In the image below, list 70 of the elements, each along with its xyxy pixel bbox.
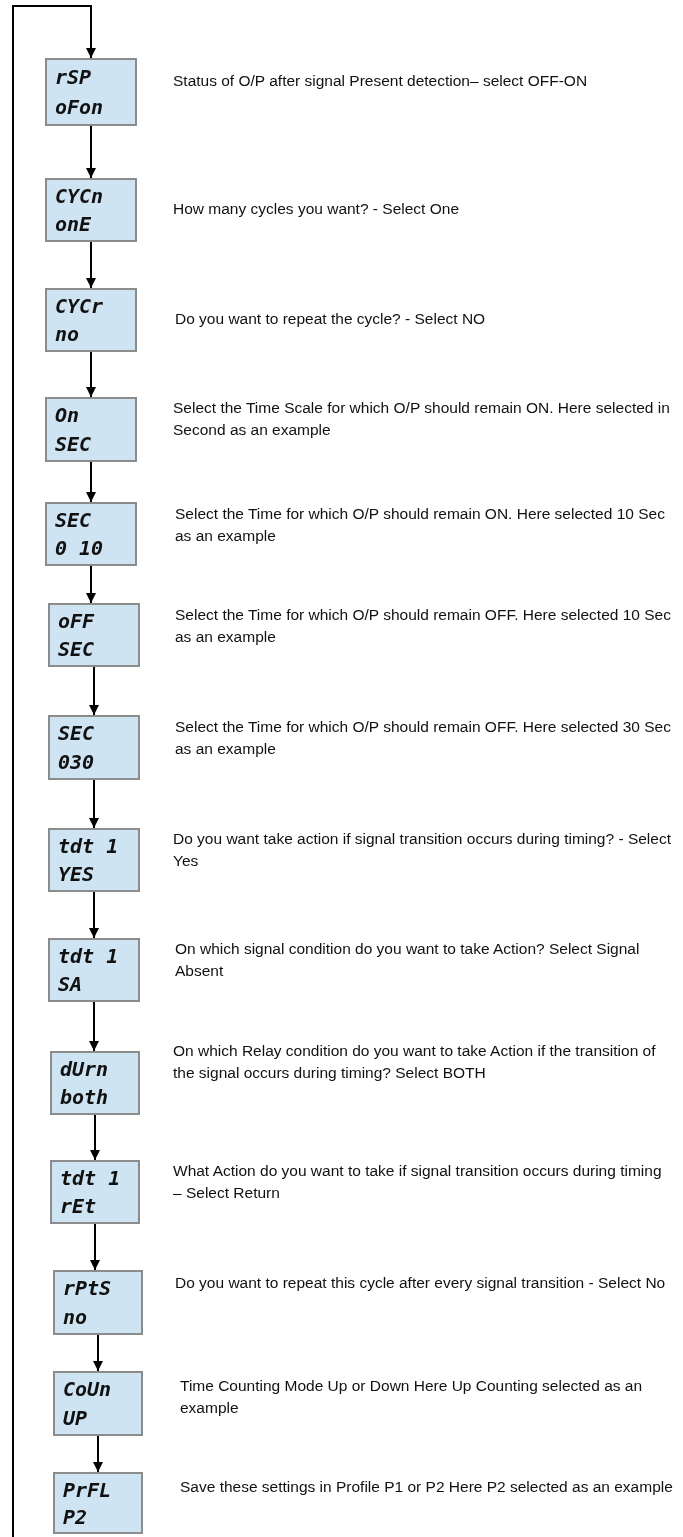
display-box [53, 1371, 143, 1436]
display-reading: oFon [55, 95, 104, 119]
arrow [89, 891, 99, 939]
arrow [86, 125, 96, 179]
display-reading: CYCr [55, 294, 104, 318]
step-description: Select the Time for which O/P should remain OFF. Here selected 30 Sec as an example [175, 717, 672, 759]
display-reading: CoUn [63, 1377, 112, 1402]
display-reading: SEC [58, 637, 95, 661]
display-reading: 030 [58, 749, 95, 774]
step-description: Do you want take action if signal transition occurs during timing? - Select Yes [173, 829, 672, 871]
display-reading: rSP [55, 65, 92, 89]
display-reading: CYCn [55, 184, 104, 208]
display-reading: oFF [58, 609, 95, 633]
display-reading: tdt 1 [58, 834, 119, 858]
display-reading: UP [63, 1405, 88, 1430]
step-description: On which signal condition do you want to take Action? Select Signal Absent [175, 939, 641, 981]
step-description: On which Relay condition do you want to take Action if the transition of the signal occurs during timing? Select BOTH [173, 1041, 657, 1083]
arrow [93, 1435, 103, 1473]
display-box [45, 397, 137, 462]
display-reading: SEC [58, 721, 95, 746]
arrow [86, 461, 96, 503]
display-box [48, 938, 140, 1002]
display-reading: rEt [60, 1194, 97, 1218]
display-reading: tdt 1 [58, 944, 119, 968]
display-reading: 0 10 [55, 536, 104, 560]
step-description: Status of O/P after signal Present detection– select OFF-ON [173, 71, 589, 91]
step-description: Do you want to repeat the cycle? - Select NO [175, 309, 487, 329]
arrow [89, 1001, 99, 1052]
step-description: Select the Time for which O/P should remain OFF. Here selected 10 Sec as an example [175, 605, 672, 647]
display-reading: no [63, 1304, 88, 1329]
display-reading: onE [55, 212, 92, 236]
arrow [93, 1334, 103, 1372]
display-box [45, 58, 137, 126]
step-description: What Action do you want to take if signal transition occurs during timing – Select Return [173, 1161, 663, 1203]
display-reading: no [55, 322, 80, 346]
arrow [89, 779, 99, 829]
display-reading: rPtS [63, 1276, 112, 1301]
display-box [45, 178, 137, 242]
display-box [50, 1051, 140, 1115]
display-reading: On [55, 403, 80, 428]
arrow [86, 241, 96, 289]
display-reading: SEC [55, 431, 92, 456]
arrow [89, 666, 99, 716]
step-description: Save these settings in Profile P1 or P2 Here P2 selected as an example [180, 1477, 674, 1497]
arrow [90, 1114, 100, 1161]
display-box [50, 1160, 140, 1224]
step-description: Select the Time Scale for which O/P should remain ON. Here selected in Second as an example [173, 398, 671, 440]
display-reading: dUrn [60, 1057, 109, 1081]
arrow [86, 565, 96, 604]
display-reading: P2 [63, 1504, 88, 1529]
step-description: Time Counting Mode Up or Down Here Up Counting selected as an example [180, 1376, 644, 1418]
display-reading: PrFL [63, 1477, 112, 1502]
display-box [45, 288, 137, 352]
display-reading: SA [58, 972, 83, 996]
display-box [45, 502, 137, 566]
step-description: How many cycles you want? - Select One [173, 199, 460, 219]
display-reading: tdt 1 [60, 1166, 121, 1190]
display-box [53, 1472, 143, 1534]
arrow [86, 351, 96, 398]
arrow [90, 1223, 100, 1271]
step-description: Select the Time for which O/P should remain ON. Here selected 10 Sec as an example [175, 504, 666, 546]
display-reading: SEC [55, 508, 92, 532]
arrow [12, 5, 96, 1537]
step-description: Do you want to repeat this cycle after every signal transition - Select No [175, 1273, 667, 1293]
display-reading: YES [58, 862, 95, 886]
display-box [48, 603, 140, 667]
display-box [48, 715, 140, 780]
display-box [48, 828, 140, 892]
display-box [53, 1270, 143, 1335]
display-reading: both [60, 1085, 109, 1109]
